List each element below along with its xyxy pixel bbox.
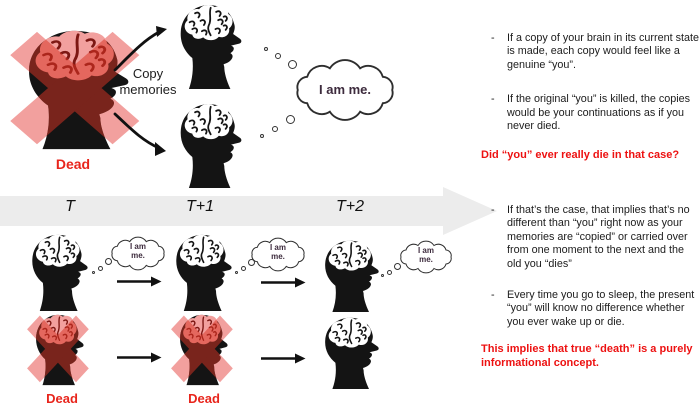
bullet-item: - If the original “you” is killed, the c… [481, 93, 700, 133]
alive-head-t-icon [28, 233, 90, 311]
thought-text-small: I am me. [247, 234, 309, 275]
alive-head-copy1-icon [176, 3, 244, 89]
dead-label-t: Dead [46, 391, 78, 406]
bullet-dash: - [491, 93, 495, 106]
thought-line1: I am [269, 243, 286, 252]
thought-dot [286, 115, 295, 124]
thought-dot [235, 271, 238, 274]
thought-text-small: I am me. [107, 233, 169, 274]
bullet-dash: - [491, 32, 495, 44]
thought-dot [260, 134, 264, 138]
thought-dot [387, 270, 392, 275]
thought-dot [92, 271, 95, 274]
bullet-text: Every time you go to sleep, the present … [507, 289, 695, 328]
right-panel-top: - If a copy of your brain in its current… [481, 32, 700, 163]
curved-arrow-down-icon [113, 112, 166, 156]
thought-dot [248, 259, 255, 266]
alive-head-copy2-icon [176, 102, 244, 188]
thought-line2: me. [131, 251, 145, 260]
copy-memories-label: Copy memories [113, 66, 183, 98]
arrow-right-icon [261, 277, 306, 288]
thought-dot [381, 274, 384, 277]
bullet-dash: - [491, 204, 495, 216]
dead-label-original: Dead [55, 156, 91, 172]
copy-memories-line1: Copy [132, 66, 164, 81]
alive-head-t2-icon [321, 239, 381, 312]
thought-dot [275, 53, 281, 59]
dead-head-x-icon [26, 312, 92, 388]
thought-bubble-small-3: I am me. [396, 238, 456, 276]
bullet-item: - If a copy of your brain in its current… [481, 32, 700, 72]
curved-arrow-up-icon [113, 26, 167, 72]
thought-bubble-small-1: I am me. [107, 233, 169, 274]
thought-line2: me. [271, 252, 285, 261]
bullet-text: If that’s the case, that implies that’s … [507, 204, 690, 270]
thought-line2: me. [419, 254, 433, 264]
bullet-text: If a copy of your brain in its current s… [507, 32, 700, 71]
thought-line1: I am [417, 245, 434, 255]
bullet-item: - If that’s the case, that implies that’… [481, 204, 700, 271]
alive-head-final-icon [321, 316, 381, 389]
copy-memories-line2: memories [119, 82, 177, 97]
thought-dot [105, 258, 112, 265]
thought-bubble-small-2: I am me. [247, 234, 309, 275]
alive-head-t1-icon [172, 233, 234, 311]
bullet-dash: - [491, 289, 495, 302]
thought-line1: I am [129, 242, 146, 251]
thought-text-big: I am me. [318, 81, 372, 97]
thought-dot [241, 266, 246, 271]
conclusion-text-top: Did “you” ever really die in that case? [481, 149, 680, 162]
thought-text-small: I am me. [396, 238, 456, 276]
dead-head-x-icon [170, 312, 236, 388]
thought-dot [288, 60, 297, 69]
timeline-label-t2: T+2 [335, 198, 364, 215]
timeline-label-t: T [65, 198, 75, 215]
arrow-right-icon [117, 352, 162, 363]
thought-dot [272, 126, 278, 132]
dead-label-t1: Dead [188, 391, 220, 406]
timeline-arrow [0, 187, 497, 235]
thought-dot [98, 266, 103, 271]
bullet-text: If the original “you” is killed, the cop… [507, 93, 691, 133]
conclusion-text-bottom: This implies that true “death” is a pure… [481, 343, 693, 369]
thought-bubble-big: I am me. [288, 56, 402, 124]
thought-dot [394, 263, 401, 270]
arrow-right-icon [261, 353, 306, 364]
right-panel-bottom: - If that’s the case, that implies that’… [481, 204, 700, 370]
arrow-right-icon [117, 276, 162, 287]
timeline-label-t1: T+1 [185, 198, 214, 215]
thought-dot [264, 47, 268, 51]
bullet-item: - Every time you go to sleep, the presen… [481, 289, 700, 329]
